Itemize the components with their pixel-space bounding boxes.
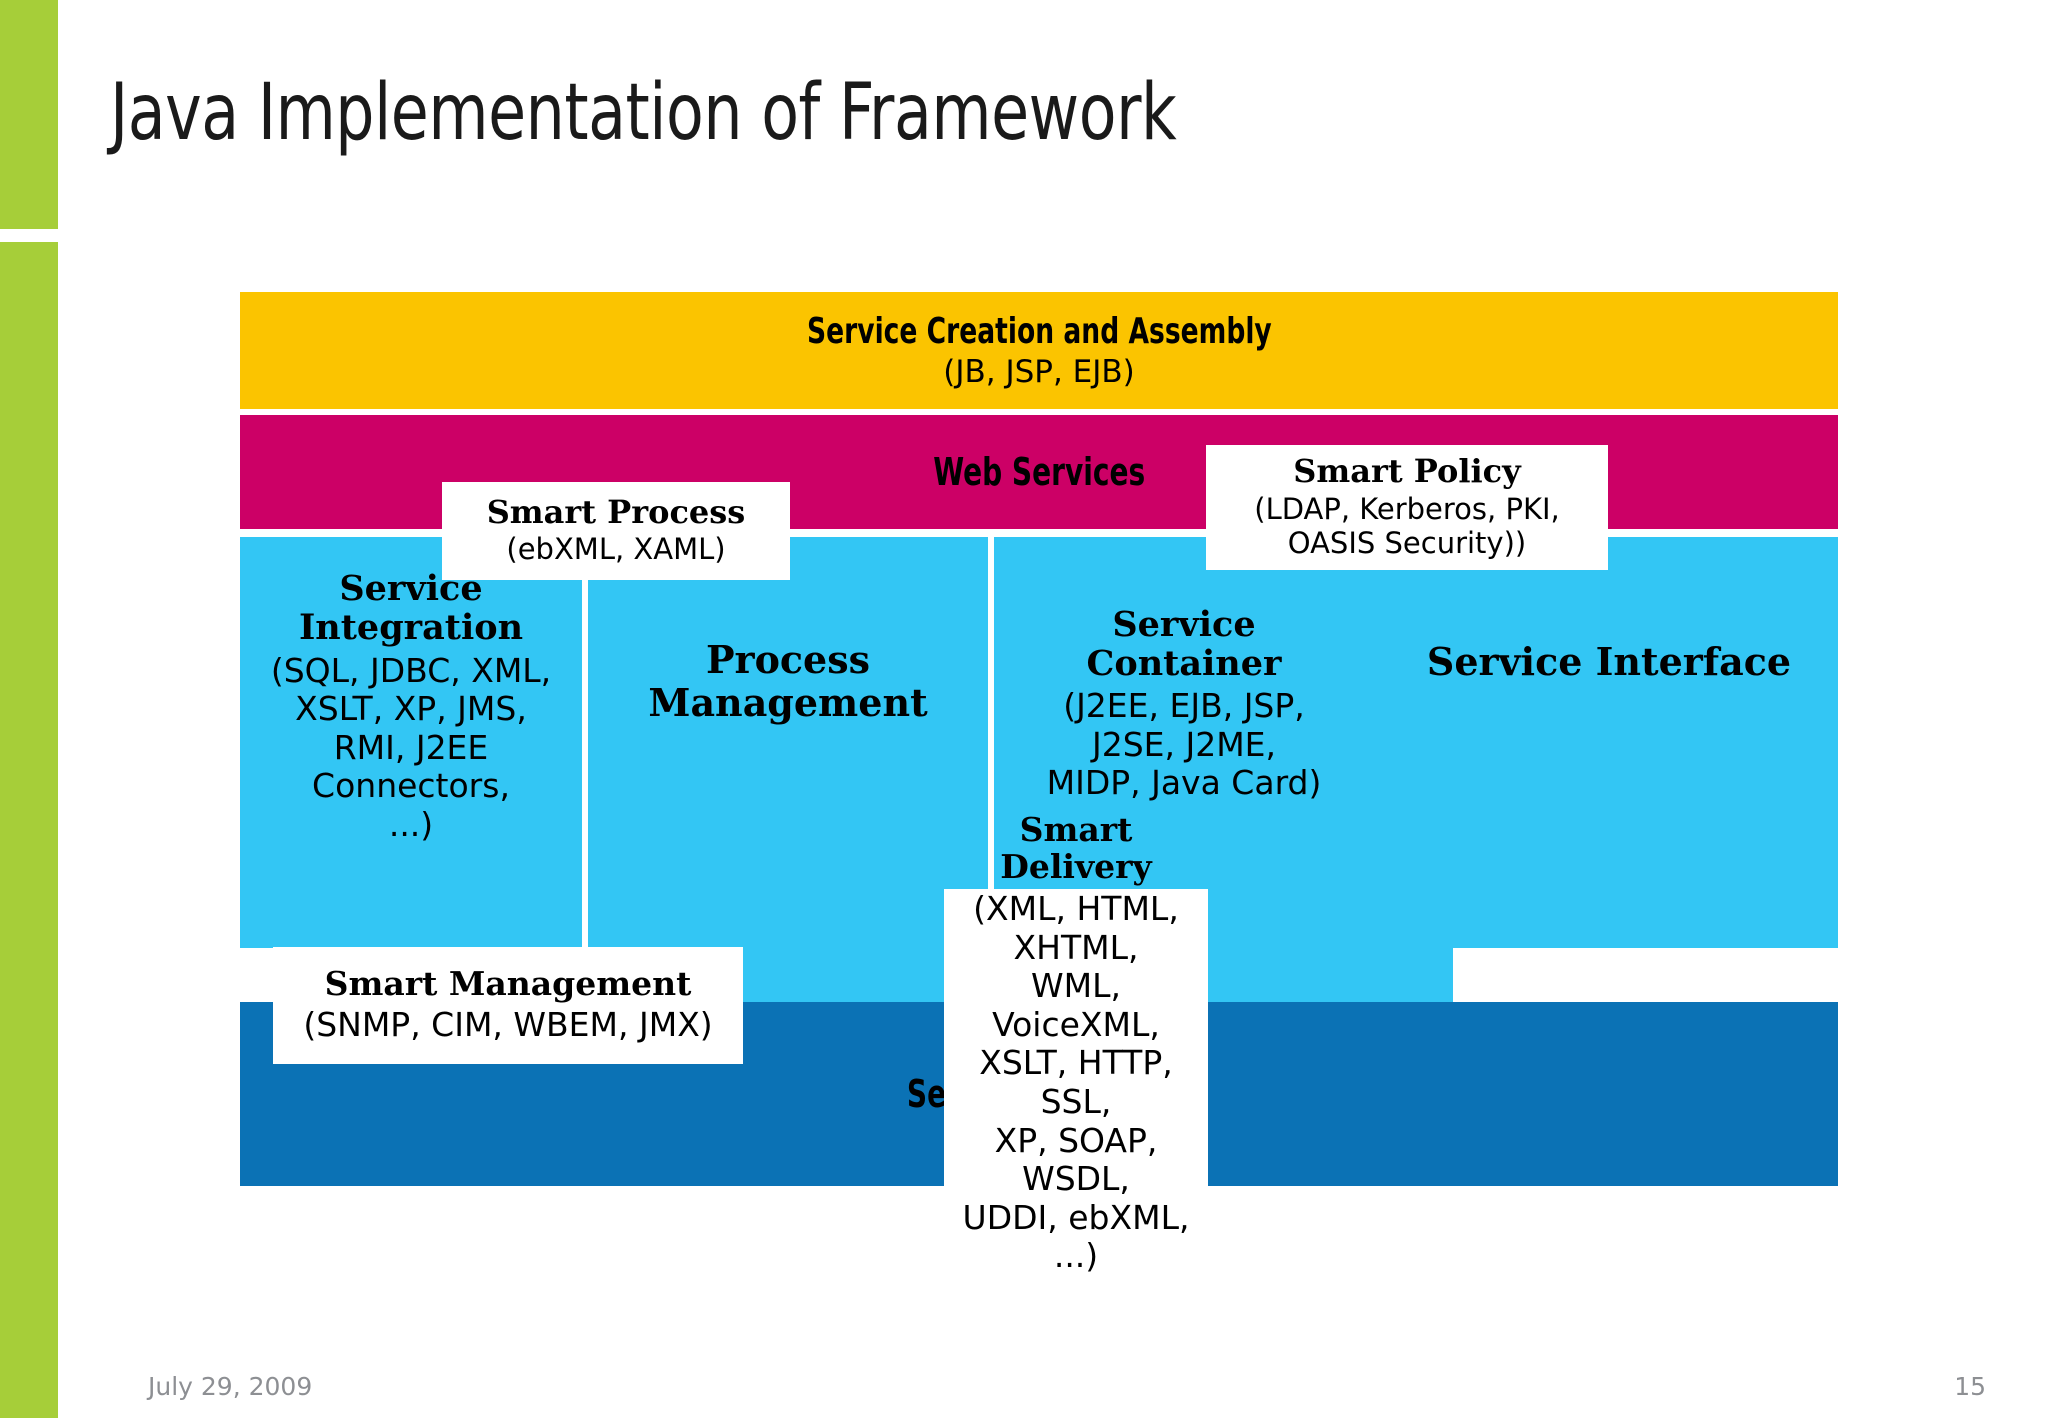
detail-line: UDDI, ebXML, ...)	[962, 1197, 1190, 1276]
callout-smart-delivery: Smart Delivery (XML, HTML, XHTML, WML, V…	[944, 811, 1208, 1275]
callout-smart-delivery-detail: (XML, HTML, XHTML, WML, VoiceXML, XSLT, …	[944, 888, 1208, 1276]
detail-line: (LDAP, Kerberos, PKI,	[1254, 491, 1560, 526]
callout-smart-management-heading: Smart Management	[324, 964, 692, 1004]
callout-smart-management: Smart Management (SNMP, CIM, WBEM, JMX)	[273, 947, 743, 1064]
callout-smart-management-detail: (SNMP, CIM, WBEM, JMX)	[303, 1006, 712, 1045]
callout-smart-process-detail: (ebXML, XAML)	[506, 533, 725, 567]
detail-line: (SNMP, CIM, WBEM, JMX)	[303, 1005, 713, 1045]
callout-smart-policy-heading: Smart Policy	[1293, 452, 1521, 491]
callout-smart-delivery-heading: Smart Delivery	[1000, 810, 1152, 886]
footer-date: July 29, 2009	[148, 1372, 313, 1401]
accent-bar-top	[0, 0, 58, 229]
detail-line: OASIS Security))	[1287, 525, 1527, 560]
block-service-integration	[240, 537, 582, 948]
layer-service-creation: Service Creation and Assembly (JB, JSP, …	[240, 292, 1838, 409]
callout-smart-process: Smart Process (ebXML, XAML)	[442, 482, 790, 580]
page-title: Java Implementation of Framework	[110, 68, 1177, 158]
layer-service-creation-detail: (JB, JSP, EJB)	[943, 353, 1135, 390]
detail-line: XP, SOAP, WSDL,	[994, 1120, 1158, 1199]
footer-page-number: 15	[1954, 1372, 1986, 1401]
detail-line: WML, VoiceXML,	[992, 966, 1160, 1044]
accent-bar-bottom	[0, 242, 58, 1418]
detail-line: (XML, HTML, XHTML,	[973, 888, 1179, 967]
framework-diagram: Service Creation and Assembly (JB, JSP, …	[240, 292, 1838, 1275]
layer-service-creation-heading: Service Creation and Assembly	[806, 310, 1272, 352]
callout-smart-process-heading: Smart Process	[486, 492, 746, 531]
callout-smart-policy-detail: (LDAP, Kerberos, PKI, OASIS Security))	[1254, 491, 1560, 561]
callout-smart-policy: Smart Policy (LDAP, Kerberos, PKI, OASIS…	[1206, 445, 1608, 570]
block-service-interface	[1380, 537, 1838, 948]
detail-line: (ebXML, XAML)	[506, 532, 726, 567]
detail-line: XSLT, HTTP, SSL,	[979, 1043, 1173, 1121]
layer-web-services-heading: Web Services	[933, 450, 1145, 494]
